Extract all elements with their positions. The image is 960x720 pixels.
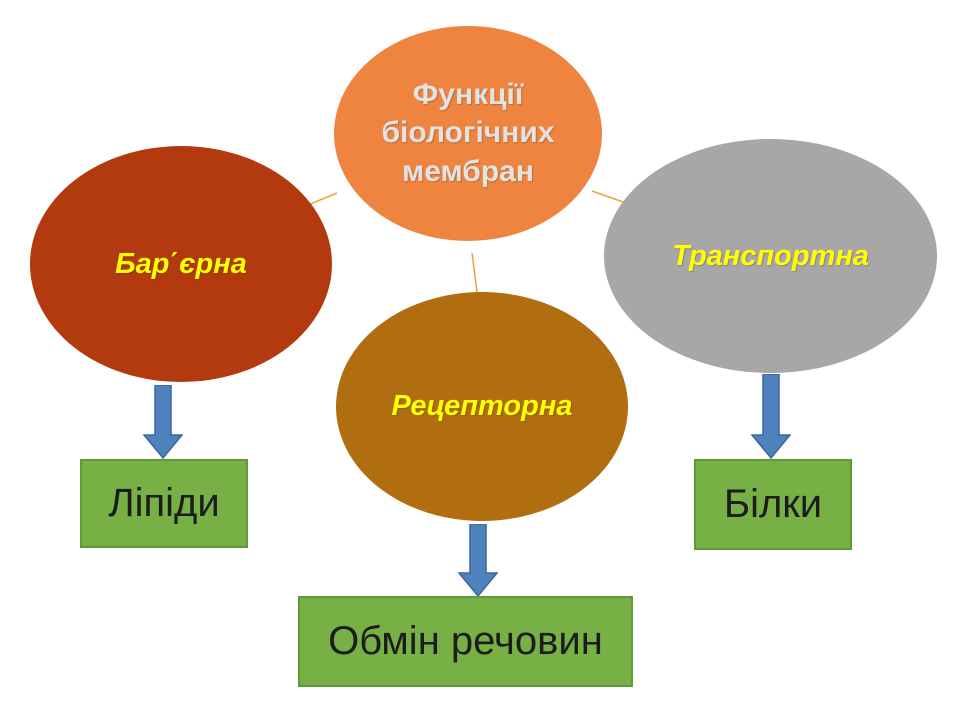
connector-line <box>591 190 627 204</box>
down-arrow-shape <box>751 374 791 459</box>
box-metabolism-label: Обмін речовин <box>328 619 603 663</box>
node-barrier: Бар΄єрна <box>30 146 332 382</box>
down-arrow-barrier-to-lipids <box>143 385 183 459</box>
node-barrier-label: Бар΄єрна <box>115 247 247 280</box>
down-arrow-transport-to-proteins <box>751 374 791 459</box>
connector-line <box>471 252 478 293</box>
node-receptor: Рецепторна <box>336 292 628 521</box>
box-proteins-label: Білки <box>723 482 823 526</box>
node-transport-label: Транспортна <box>671 239 870 272</box>
node-functions-label: Функції біологічних мембран <box>381 78 555 188</box>
node-receptor-label: Рецепторна <box>391 390 573 422</box>
node-transport: Транспортна <box>604 139 937 373</box>
box-lipids: Ліпіди <box>80 459 248 548</box>
box-proteins: Білки <box>694 459 852 550</box>
down-arrow-shape <box>458 524 498 597</box>
box-lipids-label: Ліпіди <box>108 481 220 525</box>
node-functions: Функції біологічних мембран <box>334 26 602 241</box>
down-arrow-receptor-to-metabolism <box>458 524 498 597</box>
down-arrow-shape <box>143 385 183 459</box>
connector-line <box>307 192 338 206</box>
box-metabolism: Обмін речовин <box>298 596 633 687</box>
